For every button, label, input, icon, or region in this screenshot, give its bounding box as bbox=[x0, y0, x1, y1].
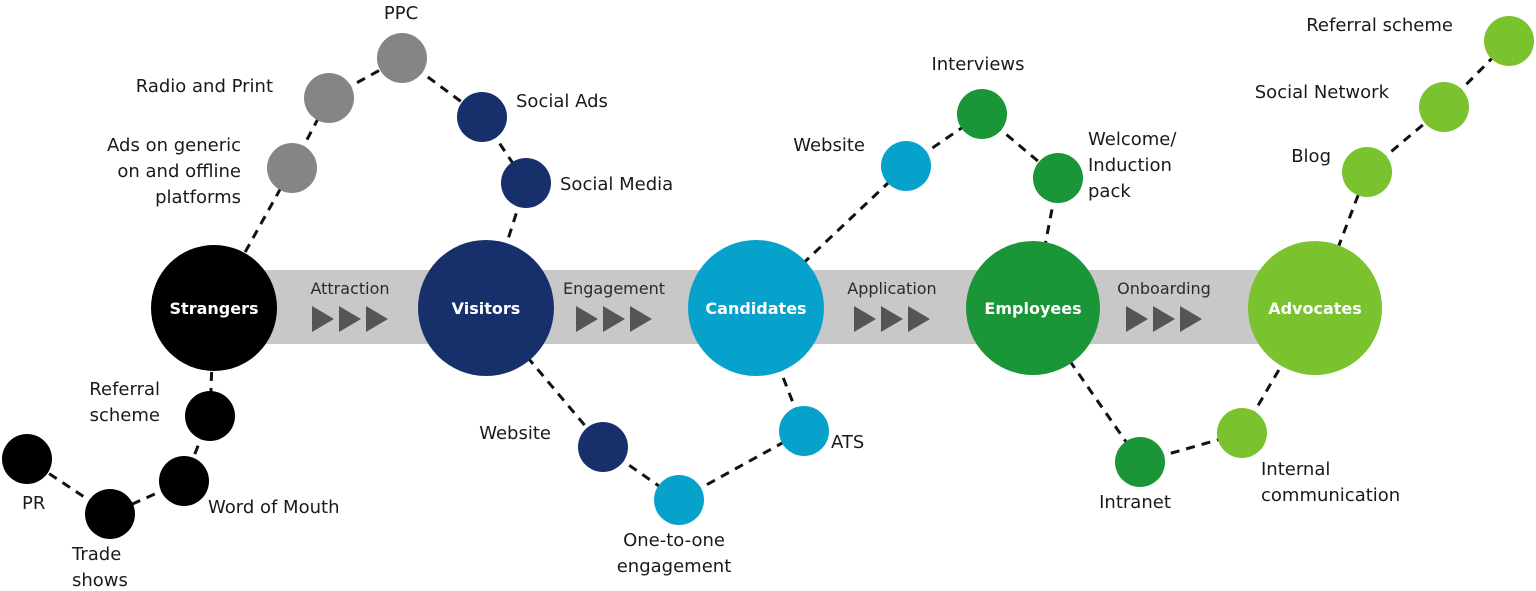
stage-arrow-icon bbox=[603, 306, 625, 332]
stage-arrow-icon bbox=[1153, 306, 1175, 332]
channel-node-socmed bbox=[501, 158, 551, 208]
channel-node-socads bbox=[457, 92, 507, 142]
channel-label-referral-scheme-advocates: Referral scheme bbox=[1306, 15, 1453, 36]
hub-label-employees: Employees bbox=[984, 299, 1081, 318]
channel-label-website-candidates: Website bbox=[793, 135, 865, 156]
connector-refS-wom bbox=[182, 415, 212, 482]
stage-arrow-icon bbox=[576, 306, 598, 332]
channel-label-blog: Blog bbox=[1291, 146, 1331, 167]
stage-label-attraction: Attraction bbox=[310, 279, 389, 298]
channel-label-radio-print: Radio and Print bbox=[136, 76, 273, 97]
channel-node-webC bbox=[881, 141, 931, 191]
stage-label-application: Application bbox=[847, 279, 936, 298]
channel-label-interviews: Interviews bbox=[931, 54, 1024, 75]
channel-label-ats: ATS bbox=[831, 432, 864, 453]
stage-arrow-icon bbox=[366, 306, 388, 332]
channel-node-oto bbox=[654, 475, 704, 525]
stage-label-onboarding: Onboarding bbox=[1117, 279, 1211, 298]
channel-label-website-visitors: Website bbox=[479, 423, 551, 444]
channel-node-wom bbox=[159, 456, 209, 506]
channel-node-intranet bbox=[1115, 437, 1165, 487]
channel-node-pr bbox=[2, 434, 52, 484]
hub-visitors bbox=[418, 240, 554, 376]
channel-label-intranet: Intranet bbox=[1099, 492, 1171, 513]
channel-node-refS bbox=[185, 391, 235, 441]
channel-node-webV bbox=[578, 422, 628, 472]
hub-label-visitors: Visitors bbox=[452, 299, 521, 318]
stage-arrow-icon bbox=[881, 306, 903, 332]
hub-candidates bbox=[688, 240, 824, 376]
hub-strangers bbox=[151, 245, 277, 371]
channel-label-word-of-mouth: Word of Mouth bbox=[208, 497, 339, 518]
channel-node-ppc bbox=[377, 33, 427, 83]
channel-label-social-network: Social Network bbox=[1255, 82, 1390, 103]
stage-arrow-icon bbox=[854, 306, 876, 332]
stage-arrow-icon bbox=[630, 306, 652, 332]
channel-node-refA bbox=[1484, 16, 1534, 66]
hub-label-advocates: Advocates bbox=[1268, 299, 1362, 318]
channel-label-social-media: Social Media bbox=[560, 174, 673, 195]
hub-label-strangers: Strangers bbox=[170, 299, 259, 318]
channel-node-internal bbox=[1217, 408, 1267, 458]
channel-label-social-ads: Social Ads bbox=[516, 91, 608, 112]
connector-strangers-adsgen bbox=[212, 167, 294, 309]
channel-node-radio bbox=[304, 73, 354, 123]
stage-arrow-icon bbox=[339, 306, 361, 332]
stage-arrow-icon bbox=[1180, 306, 1202, 332]
connector-visitors-webV bbox=[484, 307, 605, 448]
channel-node-adsgen bbox=[267, 143, 317, 193]
channel-label-pr: PR bbox=[22, 493, 45, 514]
channel-label-ppc: PPC bbox=[384, 3, 418, 24]
channel-node-blog bbox=[1342, 147, 1392, 197]
channel-node-ats bbox=[779, 406, 829, 456]
channel-node-welcome bbox=[1033, 153, 1083, 203]
hub-label-candidates: Candidates bbox=[705, 299, 806, 318]
stage-arrow-icon bbox=[908, 306, 930, 332]
channel-node-interv bbox=[957, 89, 1007, 139]
stage-label-engagement: Engagement bbox=[563, 279, 665, 298]
channel-node-socnet bbox=[1419, 82, 1469, 132]
hub-advocates bbox=[1248, 241, 1382, 375]
channel-node-trade bbox=[85, 489, 135, 539]
stage-arrow-icon bbox=[312, 306, 334, 332]
hub-employees bbox=[966, 241, 1100, 375]
stage-arrow-icon bbox=[1126, 306, 1148, 332]
